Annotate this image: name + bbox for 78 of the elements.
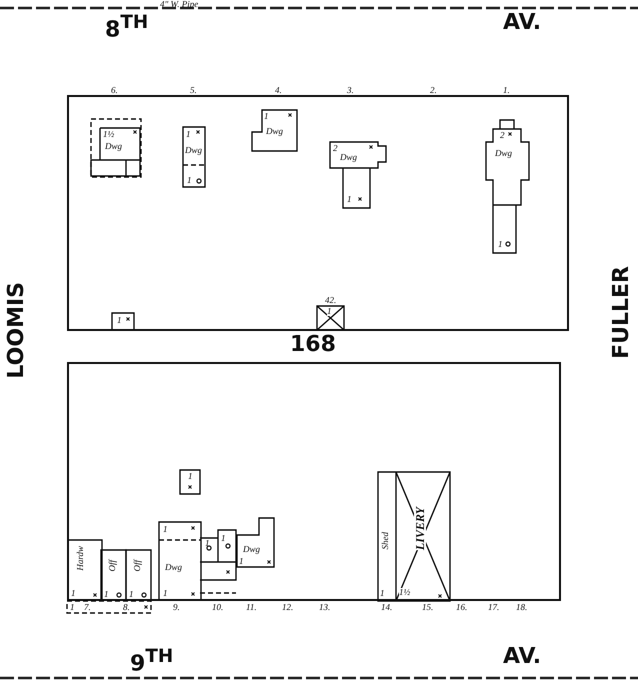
street-name: 8$^{TH}$: [105, 14, 148, 42]
tank-capacity-note: 42.: [325, 296, 336, 305]
building-footprint: [183, 127, 205, 187]
occupancy-label: Off: [108, 560, 117, 572]
lot-number: 10.: [212, 603, 224, 612]
occupancy-label: Dwg: [185, 146, 202, 155]
story-count: 1: [71, 589, 76, 598]
lot-number: 15.: [422, 603, 434, 612]
city-block: [67, 95, 569, 331]
street-name: AV.: [503, 12, 542, 34]
story-count: 1: [163, 589, 168, 598]
water-pipe-note: 4" W. Pipe: [160, 0, 198, 9]
lot-number: 8.: [123, 603, 130, 612]
occupancy-label: Dwg: [266, 127, 284, 136]
story-count: 1: [264, 112, 268, 121]
occupancy-label: Shed: [381, 532, 390, 550]
occupancy-label: Dwg: [495, 149, 512, 158]
story-count: 2: [500, 131, 504, 140]
story-count: 1½: [103, 130, 114, 139]
building-footprint: [252, 110, 297, 151]
story-count: 1: [221, 534, 226, 543]
building-footprint: [91, 119, 141, 177]
street-name: 9$^{TH}$: [130, 648, 174, 676]
street-name: FULLER: [611, 266, 633, 359]
building-footprint: [159, 522, 201, 600]
lot-number: 12.: [282, 603, 294, 612]
story-count: 1½: [399, 588, 410, 597]
lot-number: 3.: [347, 86, 354, 95]
story-count: 1: [163, 525, 168, 534]
building-footprint: [180, 470, 200, 494]
lot-number: 1.: [503, 86, 510, 95]
story-count: 1: [239, 557, 244, 566]
story-count: 1: [104, 590, 108, 599]
street-name: AV.: [503, 646, 542, 668]
building-footprint: [317, 306, 344, 330]
occupancy-label: Hardw: [76, 546, 85, 571]
lot-number: 16.: [456, 603, 468, 612]
occupancy-label: Dwg: [105, 142, 122, 151]
story-count: 1: [380, 589, 384, 598]
story-count: 1: [129, 590, 134, 599]
block-number: 168: [290, 334, 336, 356]
lot-number: 13.: [319, 603, 330, 612]
lot-number: 18.: [516, 603, 528, 612]
lot-number: 6.: [111, 86, 118, 95]
city-block: [67, 362, 561, 601]
story-count: 1: [186, 130, 190, 139]
building-footprint: [112, 313, 134, 330]
occupancy-label: Dwg: [340, 153, 358, 162]
building-footprint: [67, 601, 151, 613]
building-footprint: [237, 518, 274, 567]
story-count: 1: [498, 240, 502, 249]
building-footprint: [101, 550, 126, 600]
lot-number: 14.: [381, 603, 392, 612]
story-count: 1: [347, 195, 352, 204]
lot-number: 7.: [84, 603, 91, 612]
story-count: 2: [333, 144, 338, 153]
lot-number: 17.: [488, 603, 500, 612]
story-count: 1: [327, 307, 332, 316]
building-footprint: [200, 530, 237, 593]
building-footprint: [330, 142, 386, 208]
story-count: 1: [117, 316, 122, 325]
building-footprint: [126, 550, 151, 600]
occupancy-label: Dwg: [243, 545, 260, 554]
lot-number: 9.: [173, 603, 180, 612]
lot-number: 5.: [190, 86, 197, 95]
occupancy-label: Dwg: [165, 563, 182, 572]
story-count: 1: [187, 176, 192, 185]
occupancy-label: Off: [133, 560, 142, 572]
story-count: 1: [205, 539, 210, 548]
story-count: 1: [70, 603, 74, 612]
lot-number: 2.: [430, 86, 437, 95]
lot-number: 11.: [246, 603, 257, 612]
street-name: LOOMIS: [6, 282, 28, 379]
story-count: 1: [188, 472, 192, 481]
building-footprint: [68, 540, 102, 600]
occupancy-label: LIVERY: [414, 507, 426, 550]
lot-number: 4.: [275, 86, 282, 95]
building-footprint: [378, 472, 450, 601]
